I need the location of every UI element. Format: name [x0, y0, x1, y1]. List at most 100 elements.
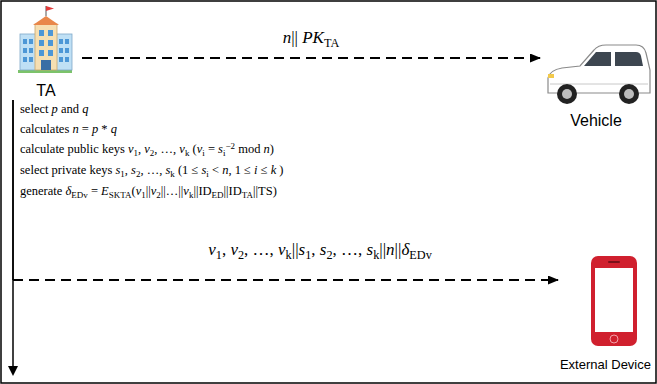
text-run: , …, [140, 163, 165, 177]
text-run: p [92, 122, 98, 136]
text-run: 1 [120, 169, 125, 179]
text-run: k [185, 148, 190, 158]
text-run: TA [242, 190, 253, 200]
text-run: = [88, 184, 101, 198]
text-run: ||TS) [253, 184, 277, 198]
text-run: ( [132, 184, 136, 198]
text-run: v [144, 142, 150, 156]
text-run: select private keys [20, 163, 115, 177]
text-run: calculate public keys [20, 142, 128, 156]
text-run: ||…|| [161, 184, 184, 198]
text-run: , [125, 163, 131, 177]
text-run: PK [302, 28, 324, 47]
text-run: * [98, 122, 111, 136]
text-run: || [292, 240, 299, 259]
text-run: || [146, 184, 151, 198]
text-run: ||ID [193, 184, 211, 198]
building-icon [18, 6, 72, 73]
text-run: (1 ≤ [175, 163, 202, 177]
text-run: , …, [333, 240, 367, 259]
text-run: v [208, 240, 216, 259]
text-run: s [165, 163, 170, 177]
text-run: p [52, 102, 58, 116]
text-run: s [201, 163, 206, 177]
text-run: v [136, 184, 142, 198]
node-label: TA [10, 82, 82, 100]
text-run: i [254, 163, 257, 177]
text-run: SKTA [109, 190, 132, 200]
step-text: calculate public keys v1, v2, …, vk (vi … [20, 139, 284, 160]
text-run: s [367, 240, 374, 259]
node-label: External Device [558, 357, 653, 372]
text-run: mod [235, 142, 263, 156]
message-label: n|| PKTA [281, 28, 342, 48]
text-run: i [206, 169, 209, 179]
text-run: q [82, 102, 88, 116]
text-run: select [20, 102, 52, 116]
text-run: n [72, 122, 78, 136]
text-run: ) [270, 142, 274, 156]
text-run: v [128, 142, 134, 156]
text-run: 2 [238, 248, 244, 262]
text-run: k [189, 190, 194, 200]
text-run: ED [212, 190, 224, 200]
text-run: 2 [150, 148, 155, 158]
vehicle-node: Vehicle [540, 35, 652, 130]
text-run: EDv [409, 248, 431, 262]
text-run: k [373, 248, 379, 262]
text-run: δ [401, 240, 409, 259]
text-run: δ [65, 184, 71, 198]
text-run: = [205, 142, 218, 156]
text-run: TA [324, 36, 339, 50]
text-run: 1 [305, 248, 311, 262]
text-run: 1 [216, 248, 222, 262]
car-icon [548, 45, 650, 104]
message-arrow [13, 100, 558, 280]
text-run: ||ID [224, 184, 242, 198]
phone-icon [591, 256, 637, 346]
step-text: generate δEDv = ESKTA(v1||v2||…||vk||IDE… [20, 181, 284, 202]
text-run: i [202, 148, 205, 158]
text-run: || [291, 28, 302, 47]
text-run: || [395, 240, 402, 259]
text-run: v [151, 184, 157, 198]
text-run: k [170, 169, 175, 179]
text-run: = [79, 122, 92, 136]
text-run: ≤ [258, 163, 271, 177]
text-run: 2 [326, 248, 332, 262]
step-text: select private keys s1, s2, …, sk (1 ≤ s… [20, 160, 284, 181]
arrow-segment [12, 100, 14, 280]
text-run: , 1 ≤ [228, 163, 254, 177]
text-run: 1 [134, 148, 139, 158]
text-run: , [222, 240, 231, 259]
text-run: , [138, 142, 144, 156]
text-run: , [311, 240, 320, 259]
text-run: 2 [136, 169, 141, 179]
text-run: n [386, 240, 395, 259]
message-arrow [82, 58, 540, 59]
authority-node: TA [10, 8, 82, 100]
text-run: v [179, 142, 185, 156]
text-run: v [183, 184, 189, 198]
text-run: q [111, 122, 117, 136]
text-run: EDv [71, 190, 88, 200]
text-run: s [320, 240, 327, 259]
text-run: n [283, 28, 292, 47]
text-run: v [278, 240, 286, 259]
step-text: select p and q [20, 99, 284, 119]
text-run: < [209, 163, 222, 177]
text-run: v [197, 142, 203, 156]
timeline-arrow [8, 100, 18, 376]
text-run: k [271, 163, 277, 177]
node-label: Vehicle [540, 112, 652, 130]
text-run: ( [189, 142, 196, 156]
text-run: i [223, 148, 226, 158]
text-run: , …, [154, 142, 179, 156]
text-run: −2 [225, 141, 235, 151]
text-run: , …, [244, 240, 278, 259]
text-run: k [286, 248, 292, 262]
device-node: External Device [558, 250, 653, 372]
arrow-segment [82, 57, 540, 59]
text-run: s [299, 240, 306, 259]
